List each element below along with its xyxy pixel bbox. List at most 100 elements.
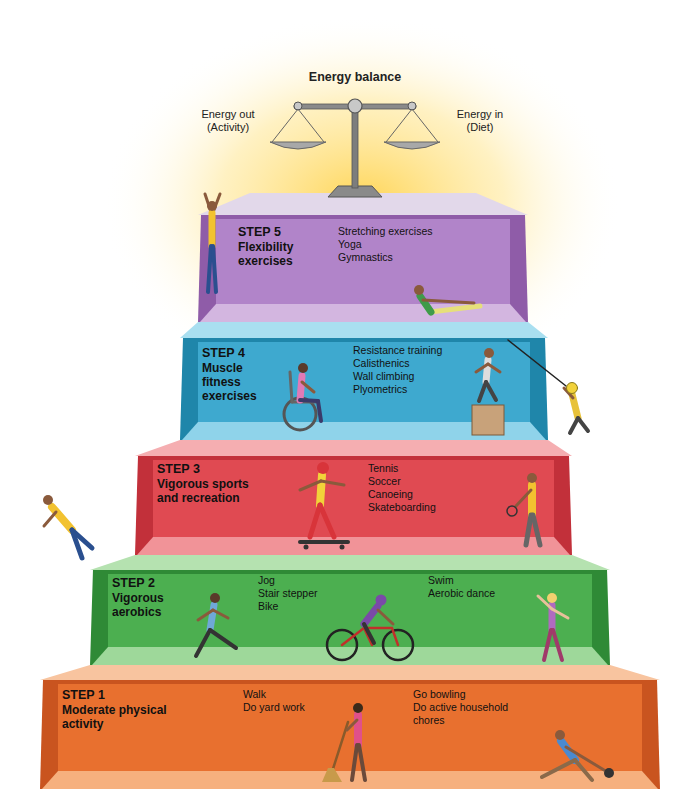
band-outer xyxy=(180,338,548,440)
label-text: Walk xyxy=(243,688,266,700)
label-text: Yoga xyxy=(338,238,362,250)
label-text: Do yard work xyxy=(243,701,305,713)
label-text: Moderate physical activity xyxy=(62,703,167,731)
label-text: STEP 2 xyxy=(112,576,155,590)
activity-item: Gymnastics xyxy=(330,251,393,264)
step-number: STEP 1 xyxy=(62,688,105,703)
activity-item: Do yard work xyxy=(235,701,305,714)
label-text: Energy in (Diet) xyxy=(457,108,503,133)
label-text: Skateboarding xyxy=(368,501,436,513)
activity-item: Stair stepper xyxy=(250,587,318,600)
band-outer xyxy=(198,215,528,322)
band-floor xyxy=(92,647,608,665)
ledge xyxy=(90,555,610,570)
label-text: Aerobic dance xyxy=(428,587,495,599)
label-text: Bike xyxy=(258,600,278,612)
cyclist-figure xyxy=(327,595,413,661)
label-text: STEP 4 xyxy=(202,346,245,360)
activity-item: Go bowling xyxy=(405,688,466,701)
activity-item: Canoeing xyxy=(360,488,413,501)
label-text: Vigorous aerobics xyxy=(112,591,164,619)
label-text: Stretching exercises xyxy=(338,225,433,237)
bowler-figure xyxy=(542,730,614,780)
step-heading: Muscle fitness exercises xyxy=(202,361,268,403)
skater-figure xyxy=(298,462,350,550)
scale-label: Energy out (Activity) xyxy=(187,108,269,134)
activity-item: Tennis xyxy=(360,462,398,475)
label-text: Soccer xyxy=(368,475,401,487)
activity-item: Do active household chores xyxy=(405,701,528,727)
label-text: Muscle fitness exercises xyxy=(202,361,257,403)
sitting-stretch-figure xyxy=(414,285,480,312)
activity-item: Yoga xyxy=(330,238,362,251)
activity-item: Plyometrics xyxy=(345,383,407,396)
label-text: Vigorous sports and recreation xyxy=(157,477,249,505)
activity-item: Aerobic dance xyxy=(420,587,495,600)
band-outer xyxy=(135,456,572,555)
label-text: Swim xyxy=(428,574,454,586)
label-text: Stair stepper xyxy=(258,587,318,599)
step-heading: Flexibility exercises xyxy=(238,240,318,268)
label-text: Calisthenics xyxy=(353,357,410,369)
activity-item: Resistance training xyxy=(345,344,442,357)
label-text: Flexibility exercises xyxy=(238,240,293,268)
ledge xyxy=(40,665,660,680)
step-heading: Moderate physical activity xyxy=(62,703,180,731)
activity-item: Swim xyxy=(420,574,454,587)
band-back-wall xyxy=(153,460,554,537)
diagram-title: Energy balance xyxy=(275,70,435,85)
band-shape xyxy=(40,680,660,789)
band-floor xyxy=(200,304,526,322)
step-number: STEP 5 xyxy=(238,225,281,240)
vigorous-aerobics-band: STEP 2Vigorous aerobics JogStair stepperB… xyxy=(90,570,610,665)
runner-figure xyxy=(196,593,236,656)
wall-climber-figure xyxy=(508,340,588,433)
activity-item: Jog xyxy=(250,574,275,587)
falling-figure xyxy=(43,495,92,558)
moderate-activity-band: STEP 1Moderate physical activity WalkDo y… xyxy=(40,680,660,789)
activity-item: Wall climbing xyxy=(345,370,414,383)
band-floor xyxy=(137,537,570,555)
ledge xyxy=(180,322,548,338)
label-text: Wall climbing xyxy=(353,370,414,382)
label-text: Jog xyxy=(258,574,275,586)
dancer-figure xyxy=(538,593,568,660)
label-text: Gymnastics xyxy=(338,251,393,263)
label-text: Plyometrics xyxy=(353,383,407,395)
title-text: Energy balance xyxy=(309,70,401,84)
label-text: Canoeing xyxy=(368,488,413,500)
label-text: Resistance training xyxy=(353,344,442,356)
balance-scale xyxy=(270,99,440,197)
band-back-wall xyxy=(216,219,510,304)
scale-label: Energy in (Diet) xyxy=(444,108,516,134)
step-heading: Vigorous aerobics xyxy=(112,591,182,619)
step-number: STEP 2 xyxy=(112,576,155,591)
tennis-figure xyxy=(507,473,540,545)
activity-item: Stretching exercises xyxy=(330,225,433,238)
label-text: STEP 3 xyxy=(157,462,200,476)
band-outer xyxy=(90,570,610,665)
band-shape xyxy=(135,456,572,555)
activity-item: Soccer xyxy=(360,475,401,488)
label-text: STEP 5 xyxy=(238,225,281,239)
band-back-wall xyxy=(58,684,642,771)
step-heading: Vigorous sports and recreation xyxy=(157,477,262,505)
box-jump-figure xyxy=(472,348,504,435)
band-back-wall xyxy=(108,574,592,647)
vigorous-sports-band: STEP 3Vigorous sports and recreation Tenn… xyxy=(135,456,572,555)
step-number: STEP 3 xyxy=(157,462,200,477)
band-shape xyxy=(90,570,610,665)
standing-stretch-figure xyxy=(205,194,220,292)
label-text: Tennis xyxy=(368,462,398,474)
step-number: STEP 4 xyxy=(202,346,245,361)
label-text: Do active household chores xyxy=(413,701,508,726)
activity-item: Walk xyxy=(235,688,266,701)
label-text: STEP 1 xyxy=(62,688,105,702)
activity-item: Bike xyxy=(250,600,278,613)
activity-item: Calisthenics xyxy=(345,357,410,370)
label-text: Energy out (Activity) xyxy=(201,108,254,133)
ledge xyxy=(135,440,572,456)
sweeper-figure xyxy=(322,703,365,782)
